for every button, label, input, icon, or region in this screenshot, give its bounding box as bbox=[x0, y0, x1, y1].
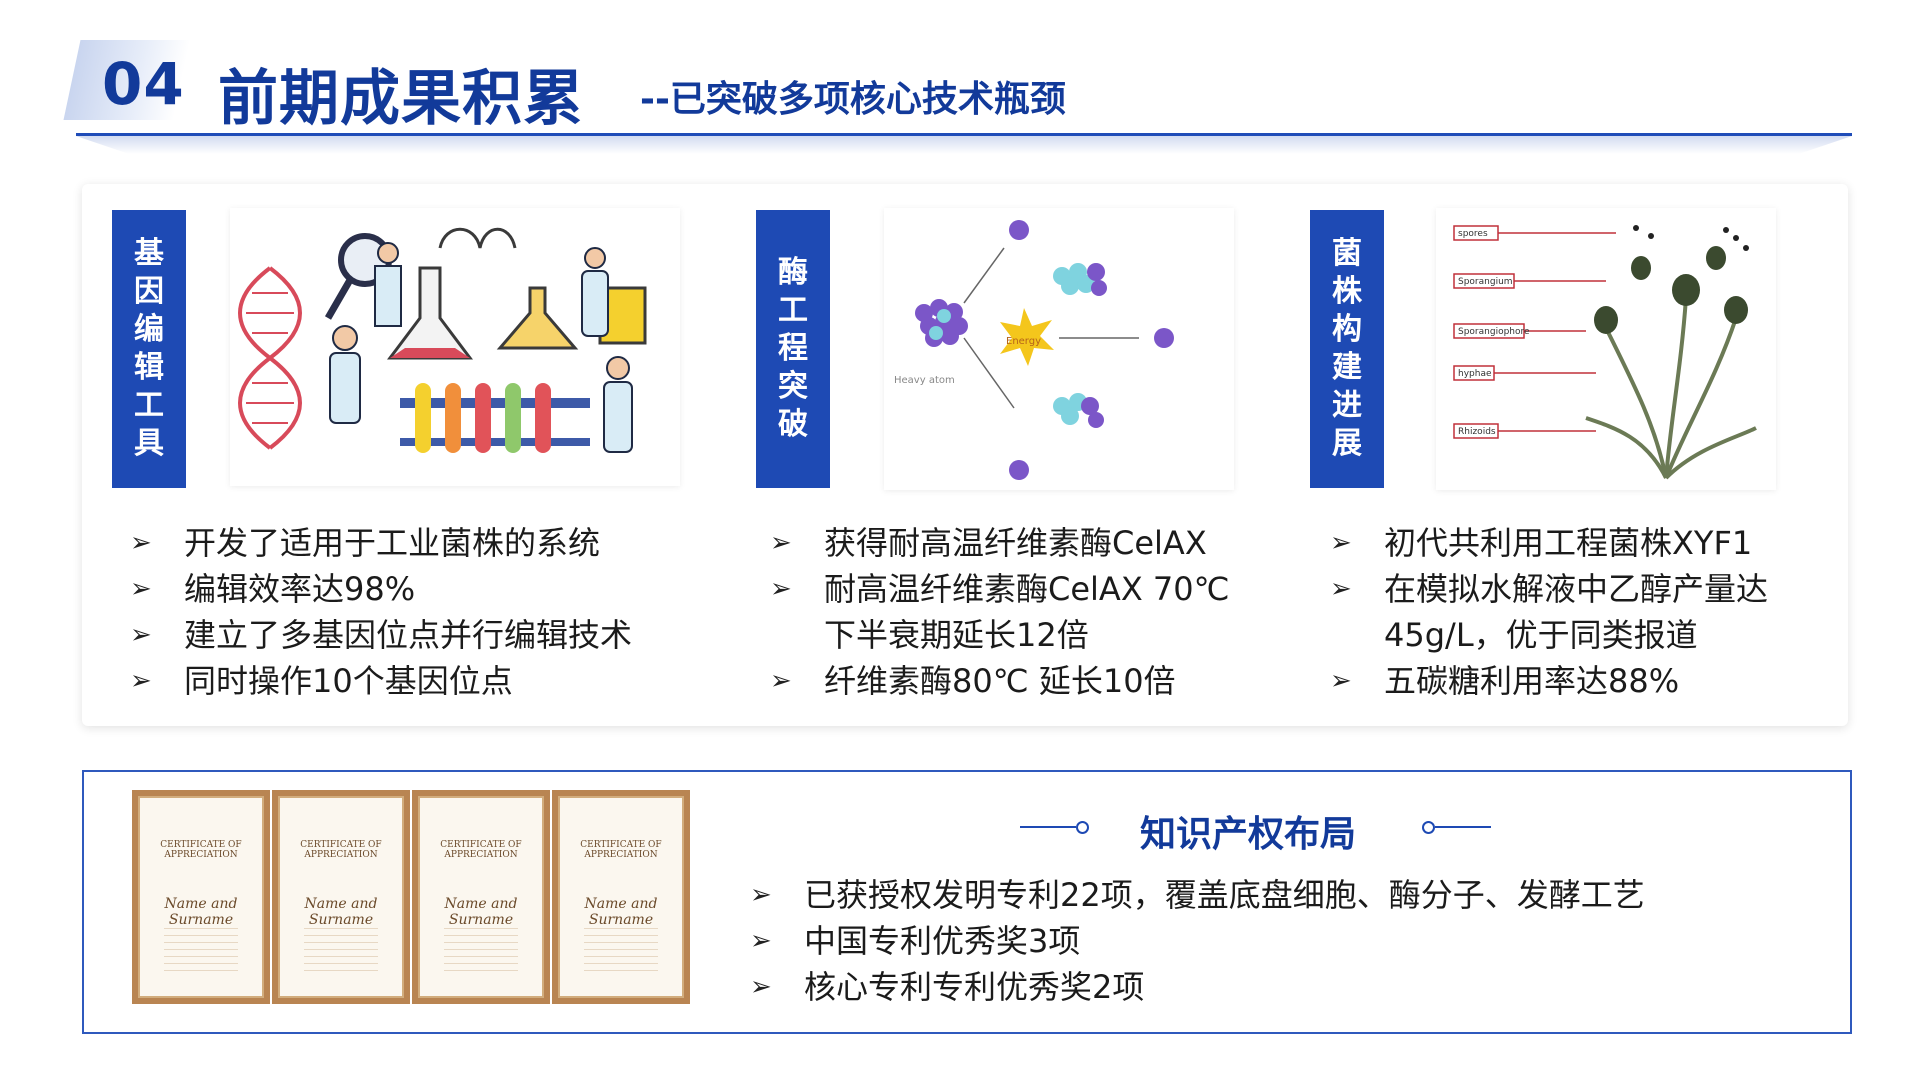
fungus-diagram-graphic: spores Sporangium Sporangiophore hyphae … bbox=[1453, 225, 1757, 480]
enzyme-bullets: 获得耐高温纤维素酶CelAX 耐高温纤维素酶CelAX 70℃ 下半衰期延长12… bbox=[770, 520, 1240, 704]
list-item: 五碳糖利用率达88% bbox=[1330, 658, 1810, 704]
list-item: 纤维素酶80℃ 延长10倍 bbox=[770, 658, 1240, 704]
certificate-image: CERTIFICATE OF APPRECIATION Name and Surn… bbox=[552, 790, 690, 1004]
page-subtitle: --已突破多项核心技术瓶颈 bbox=[640, 79, 1066, 120]
certificate-strip: CERTIFICATE OF APPRECIATION Name and Surn… bbox=[132, 790, 716, 1008]
title-deco-line-left bbox=[1020, 826, 1076, 828]
certificate-title: CERTIFICATE OF APPRECIATION bbox=[300, 840, 382, 860]
page-title: 前期成果积累 bbox=[218, 64, 584, 134]
fungus-diagram: spores Sporangium Sporangiophore hyphae … bbox=[1436, 208, 1776, 490]
lab-illustration-graphic bbox=[238, 227, 647, 453]
header-divider bbox=[76, 133, 1852, 136]
header-divider-shadow bbox=[76, 136, 1852, 154]
tag-enzyme-engineering: 酶工程突破 bbox=[756, 210, 830, 488]
list-item: 中国专利优秀奖3项 bbox=[750, 918, 1810, 964]
gene-editing-bullets: 开发了适用于工业菌株的系统 编辑效率达98% 建立了多基因位点并行编辑技术 同时… bbox=[130, 520, 650, 704]
certificate-name: Name and Surname bbox=[164, 896, 238, 928]
certificate-image: CERTIFICATE OF APPRECIATION Name and Surn… bbox=[272, 790, 410, 1004]
list-item: 初代共利用工程菌株XYF1 bbox=[1330, 520, 1810, 566]
list-item: 在模拟水解液中乙醇产量达45g/L，优于同类报道 bbox=[1330, 566, 1810, 658]
list-item: 同时操作10个基因位点 bbox=[130, 658, 650, 704]
tag-label: 菌株构建进展 bbox=[1332, 236, 1362, 461]
certificate-title: CERTIFICATE OF APPRECIATION bbox=[580, 840, 662, 860]
list-item: 编辑效率达98% bbox=[130, 566, 650, 612]
title-deco-dot-right bbox=[1422, 821, 1435, 834]
ip-title: 知识产权布局 bbox=[1140, 814, 1357, 855]
lab-illustration bbox=[230, 208, 680, 486]
tag-label: 基因编辑工具 bbox=[134, 236, 164, 461]
title-deco-line-right bbox=[1435, 826, 1491, 828]
tag-strain-construction: 菌株构建进展 bbox=[1310, 210, 1384, 488]
list-item: 耐高温纤维素酶CelAX 70℃ 下半衰期延长12倍 bbox=[770, 566, 1240, 658]
list-item: 获得耐高温纤维素酶CelAX bbox=[770, 520, 1240, 566]
certificate-name: Name and Surname bbox=[444, 896, 518, 928]
certificate-image: CERTIFICATE OF APPRECIATION Name and Surn… bbox=[412, 790, 550, 1004]
list-item: 开发了适用于工业菌株的系统 bbox=[130, 520, 650, 566]
energy-label: Energy bbox=[1006, 336, 1041, 347]
heavy-atom-label: Heavy atom bbox=[894, 375, 955, 386]
tag-gene-editing: 基因编辑工具 bbox=[112, 210, 186, 488]
strain-bullets: 初代共利用工程菌株XYF1 在模拟水解液中乙醇产量达45g/L，优于同类报道 五… bbox=[1330, 520, 1810, 704]
spores-label: spores bbox=[1458, 229, 1488, 239]
certificate-name: Name and Surname bbox=[304, 896, 378, 928]
certificate-image: CERTIFICATE OF APPRECIATION Name and Surn… bbox=[132, 790, 270, 1004]
enzyme-diagram-graphic: Energy Heavy atom bbox=[894, 220, 1174, 480]
list-item: 核心专利专利优秀奖2项 bbox=[750, 964, 1810, 1010]
certificate-title: CERTIFICATE OF APPRECIATION bbox=[160, 840, 242, 860]
title-deco-dot-left bbox=[1076, 821, 1089, 834]
certificate-title: CERTIFICATE OF APPRECIATION bbox=[440, 840, 522, 860]
certificate-name: Name and Surname bbox=[584, 896, 658, 928]
tag-label: 酶工程突破 bbox=[778, 255, 808, 442]
ip-bullets: 已获授权发明专利22项，覆盖底盘细胞、酶分子、发酵工艺 中国专利优秀奖3项 核心… bbox=[750, 872, 1810, 1010]
rhizoids-label: Rhizoids bbox=[1458, 427, 1496, 437]
list-item: 建立了多基因位点并行编辑技术 bbox=[130, 612, 650, 658]
hyphae-label: hyphae bbox=[1458, 369, 1492, 379]
sporangium-label: Sporangium bbox=[1458, 277, 1513, 287]
section-number: 04 bbox=[102, 50, 185, 118]
sporangiophore-label: Sporangiophore bbox=[1458, 327, 1530, 337]
list-item: 已获授权发明专利22项，覆盖底盘细胞、酶分子、发酵工艺 bbox=[750, 872, 1810, 918]
enzyme-diagram: Energy Heavy atom bbox=[884, 208, 1234, 490]
